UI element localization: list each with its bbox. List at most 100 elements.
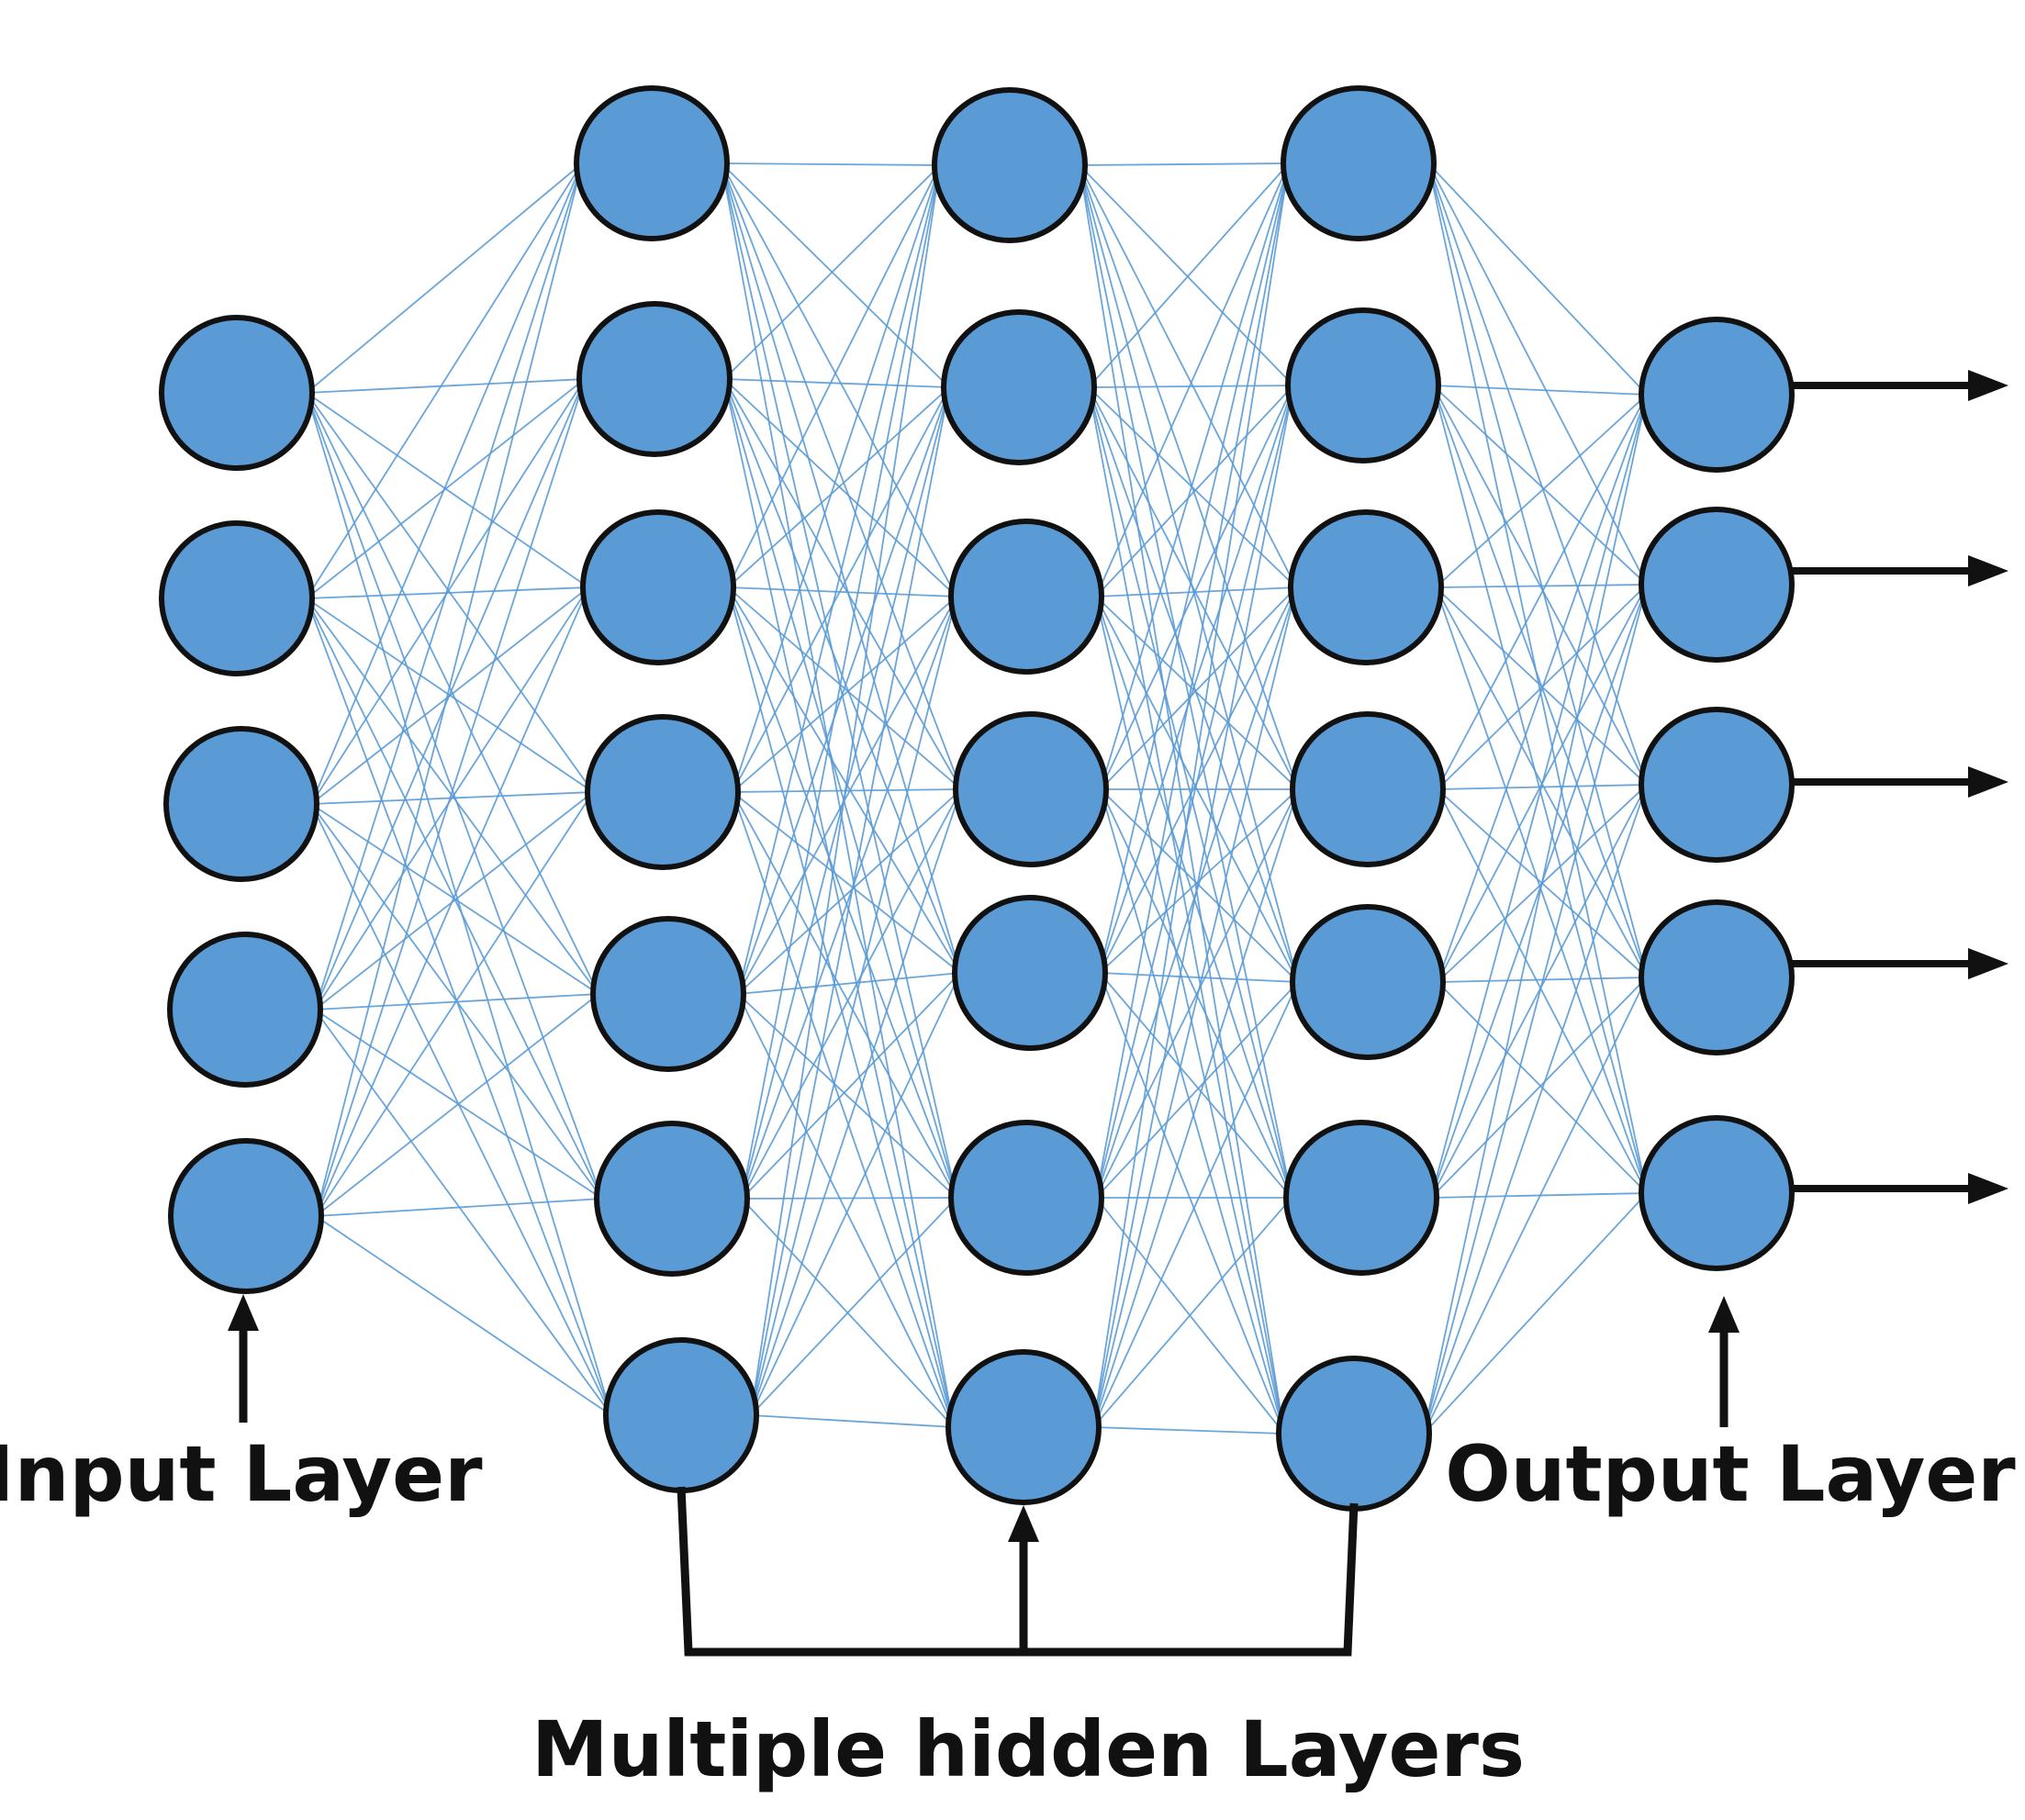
edge-l2-n4-to-n1 (1099, 385, 1294, 974)
hidden-1-node-4 (585, 714, 741, 870)
edge-l0-n4-to-n2 (315, 586, 589, 1217)
output-layer-label: Output Layer (1445, 1429, 2016, 1519)
edge-l1-n6-to-n0 (750, 164, 941, 1416)
edge-l1-n6-to-n5 (750, 1197, 957, 1416)
edge-l0-n3-to-n2 (314, 586, 589, 1010)
edge-l0-n4-to-n4 (315, 993, 599, 1217)
edge-l0-n3-to-n6 (314, 1009, 612, 1416)
hidden-3-node-3 (1288, 509, 1444, 665)
hidden-1-node-7 (603, 1337, 759, 1493)
edge-l3-n5-to-n3 (1430, 977, 1648, 1199)
hidden-1-node-3 (580, 509, 736, 665)
edge-l1-n0-to-n2 (721, 162, 957, 597)
hidden-2-node-6 (948, 1120, 1104, 1276)
edge-l1-n4-to-n0 (737, 164, 941, 995)
input-node-5 (168, 1138, 324, 1294)
edge-l2-n0-to-n2 (1079, 164, 1297, 588)
edge-l3-n6-to-n3 (1423, 977, 1648, 1435)
edge-l3-n6-to-n2 (1423, 784, 1648, 1435)
edge-l1-n0-to-n3 (721, 162, 962, 790)
output-node-5 (1639, 1115, 1795, 1271)
hidden-2-node-4 (953, 711, 1109, 867)
edge-l3-n6-to-n1 (1423, 584, 1648, 1435)
edge-l2-n1-to-n1 (1088, 385, 1294, 388)
edge-l0-n4-to-n6 (315, 1215, 612, 1416)
edge-l1-n2-to-n2 (727, 586, 957, 597)
edge-l2-n4-to-n4 (1099, 972, 1299, 983)
edge-l1-n5-to-n5 (741, 1197, 957, 1200)
edge-l3-n3-to-n4 (1437, 788, 1648, 1194)
edge-l1-n2-to-n6 (727, 586, 955, 1428)
edge-l3-n1-to-n1 (1432, 385, 1648, 586)
edge-l0-n4-to-n1 (315, 378, 586, 1217)
edge-l3-n4-to-n0 (1437, 394, 1648, 983)
edge-l2-n0-to-n0 (1079, 162, 1290, 166)
output-node-2 (1639, 507, 1795, 663)
hidden-1-node-2 (576, 301, 733, 457)
edge-l1-n5-to-n4 (741, 972, 961, 1200)
edge-l1-n3-to-n6 (732, 791, 955, 1428)
edge-l1-n4-to-n6 (737, 993, 955, 1428)
hidden-1-node-5 (590, 916, 746, 1072)
connection-edges (306, 162, 1648, 1435)
edge-l2-n4-to-n6 (1099, 972, 1285, 1435)
edge-l2-n6-to-n6 (1092, 1426, 1285, 1435)
edge-l2-n1-to-n5 (1088, 386, 1292, 1199)
edge-l0-n3-to-n3 (314, 791, 594, 1010)
edge-l2-n3-to-n4 (1100, 788, 1299, 983)
edge-l2-n2-to-n0 (1095, 162, 1290, 597)
edge-l0-n1-to-n1 (306, 378, 586, 599)
output-node-1 (1639, 317, 1795, 473)
input-layer-label: Input Layer (0, 1429, 483, 1519)
edge-l1-n1-to-n1 (723, 378, 950, 388)
edge-l1-n5-to-n0 (741, 164, 941, 1200)
edge-l2-n3-to-n1 (1100, 385, 1294, 790)
edge-l0-n2-to-n6 (310, 803, 612, 1416)
edge-l2-n3-to-n2 (1100, 586, 1297, 790)
edge-l3-n1-to-n3 (1432, 385, 1648, 978)
edge-l2-n1-to-n0 (1088, 162, 1290, 388)
edge-l0-n4-to-n3 (315, 791, 594, 1217)
edge-l3-n5-to-n4 (1430, 1192, 1648, 1199)
output-pointer-arrowhead (1708, 1296, 1740, 1333)
hidden-3-node-6 (1283, 1120, 1439, 1276)
edge-l1-n0-to-n6 (721, 162, 955, 1428)
output-arrowhead-4 (1968, 948, 2008, 979)
edge-l3-n2-to-n3 (1435, 586, 1648, 978)
edge-l2-n6-to-n2 (1092, 586, 1297, 1428)
input-pointer-arrowhead (228, 1294, 259, 1331)
edge-l3-n6-to-n0 (1423, 394, 1648, 1435)
hidden-1-node-1 (574, 85, 730, 241)
edge-l3-n0-to-n2 (1427, 162, 1648, 786)
edge-l1-n4-to-n3 (737, 788, 962, 995)
edge-l0-n2-to-n4 (310, 803, 599, 995)
hidden-3-node-7 (1276, 1356, 1432, 1512)
edge-l0-n2-to-n1 (310, 378, 586, 805)
edge-l2-n6-to-n0 (1092, 162, 1290, 1428)
annotation-arrows (228, 370, 2008, 1657)
input-node-4 (167, 932, 323, 1088)
edge-l0-n0-to-n1 (306, 378, 586, 394)
edge-l0-n1-to-n0 (306, 162, 583, 599)
edge-l3-n2-to-n0 (1435, 394, 1648, 588)
edge-l1-n6-to-n6 (750, 1414, 955, 1428)
edge-l2-n4-to-n0 (1099, 162, 1290, 974)
edge-l3-n2-to-n2 (1435, 586, 1648, 786)
edge-l0-n3-to-n0 (314, 162, 583, 1010)
edge-l2-n2-to-n6 (1095, 596, 1285, 1435)
edge-l0-n0-to-n0 (306, 162, 583, 394)
edge-l0-n2-to-n0 (310, 162, 583, 805)
edge-l1-n0-to-n4 (721, 162, 961, 974)
edge-l2-n3-to-n6 (1100, 788, 1285, 1435)
edge-l1-n3-to-n1 (732, 386, 950, 793)
edge-l3-n0-to-n1 (1427, 162, 1648, 586)
edge-l1-n2-to-n1 (727, 386, 950, 588)
edge-l2-n2-to-n1 (1095, 385, 1294, 597)
edge-l2-n3-to-n0 (1100, 162, 1290, 790)
edge-l0-n4-to-n5 (315, 1198, 603, 1217)
hidden-1-node-6 (594, 1121, 750, 1277)
hidden-2-node-1 (932, 87, 1088, 243)
edge-l1-n4-to-n4 (737, 972, 961, 995)
edge-l3-n5-to-n1 (1430, 584, 1648, 1199)
hidden-2-node-5 (952, 895, 1108, 1051)
